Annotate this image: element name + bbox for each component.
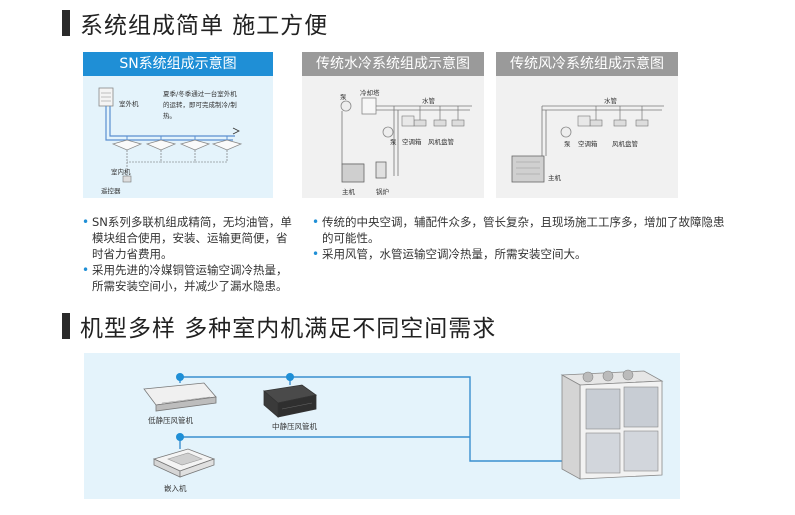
- sn-controller-label: 遥控器: [101, 187, 121, 195]
- joint-node: [286, 373, 294, 381]
- water-panel-title: 传统水冷系统组成示意图: [302, 52, 484, 76]
- sn-outdoor-label: 室外机: [119, 100, 139, 108]
- water-label-pump-side: 泵: [390, 138, 397, 146]
- mid-static-duct-unit: [263, 384, 317, 418]
- sn-diagram-svg: [98, 87, 243, 183]
- sn-controller: [122, 175, 132, 183]
- water-label-fcu: 风机盘管: [428, 138, 454, 146]
- air-label-chiller: 主机: [548, 174, 561, 182]
- air-panel-diagram: 水管 泵 空调箱 风机盘管 主机: [496, 76, 678, 198]
- air-label-fcu: 风机盘管: [612, 140, 638, 148]
- air-panel-title: 传统风冷系统组成示意图: [496, 52, 678, 76]
- bullet-item: 采用先进的冷媒铜管运输空调冷热量，所需安装空间小，并减少了漏水隐患。: [82, 262, 296, 294]
- water-system-panel: 传统水冷系统组成示意图: [302, 52, 484, 198]
- water-panel-diagram: 泵 冷却塔 水管 泵 空调箱 风机盘管 主机 锅炉: [302, 76, 484, 198]
- sn-note: 夏季/冬季通过一台室外机的运转，即可完成制冷/制热。: [163, 90, 237, 120]
- air-system-panel: 传统风冷系统组成示意图 水管 泵 空调箱 风机盘管 主机: [496, 52, 678, 198]
- outdoor-vrf-unit: [560, 369, 664, 480]
- section1-bar: [62, 10, 70, 36]
- unit-label: 低静压风管机: [148, 416, 193, 425]
- joint-node: [176, 433, 184, 441]
- water-label-water-pipe: 水管: [422, 97, 435, 105]
- unit-label: 嵌入机: [164, 484, 187, 493]
- sn-system-panel: SN系统组成示意图: [83, 52, 273, 198]
- section1-title: 系统组成简单 施工方便: [80, 13, 329, 39]
- bullet-item: 采用风管，水管运输空调冷热量，所需安装空间大。: [312, 246, 732, 262]
- sn-panel-title: SN系统组成示意图: [83, 52, 273, 76]
- bullet-item: 传统的中央空调，辅配件众多，管长复杂，且现场施工工序多，增加了故障隐患的可能性。: [312, 214, 732, 246]
- water-label-pump-top: 泵: [340, 93, 347, 101]
- water-label-boiler: 锅炉: [376, 188, 389, 196]
- sn-panel-diagram: 室外机 室内机 遥控器 夏季/冬季通过一台室外机的运转，即可完成制冷/制热。: [83, 76, 273, 198]
- indoor-units-panel: 低静压风管机 中静压风管机 嵌入机: [84, 353, 680, 499]
- joint-node: [176, 373, 184, 381]
- water-label-cooling-tower: 冷却塔: [360, 89, 380, 97]
- indoor-units-svg: [143, 369, 664, 480]
- unit-label: 中静压风管机: [272, 422, 317, 431]
- fcu-unit: [413, 119, 427, 127]
- water-label-chiller: 主机: [342, 188, 355, 196]
- cassette-unit: [152, 448, 216, 478]
- chiller-unit: [341, 163, 365, 183]
- ahu-unit: [401, 115, 415, 127]
- air-diagram-svg: [511, 105, 664, 183]
- section2-title: 机型多样 多种室内机满足不同空间需求: [80, 316, 497, 342]
- air-label-water-pipe: 水管: [604, 97, 617, 105]
- low-static-duct-unit: [143, 382, 217, 412]
- section2-bar: [62, 313, 70, 339]
- air-chiller-unit: [511, 155, 545, 183]
- air-label-ahu: 空调箱: [578, 140, 598, 148]
- air-label-pump: 泵: [564, 140, 571, 148]
- sn-indoor-label: 室内机: [111, 168, 131, 176]
- traditional-drawbacks-list: 传统的中央空调，辅配件众多，管长复杂，且现场施工工序多，增加了故障隐患的可能性。…: [312, 214, 732, 262]
- cooling-tower: [361, 97, 377, 115]
- sn-indoor-units: [111, 136, 243, 151]
- bullet-item: SN系列多联机组成精简，无均油管，单模块组合使用，安装、运输更简便，省时省力省费…: [82, 214, 296, 262]
- pump-icon: [340, 100, 352, 112]
- sn-advantages-list: SN系列多联机组成精简，无均油管，单模块组合使用，安装、运输更简便，省时省力省费…: [82, 214, 296, 294]
- boiler-unit: [375, 161, 387, 179]
- water-diagram-svg: [340, 97, 472, 183]
- water-label-ahu: 空调箱: [402, 138, 422, 146]
